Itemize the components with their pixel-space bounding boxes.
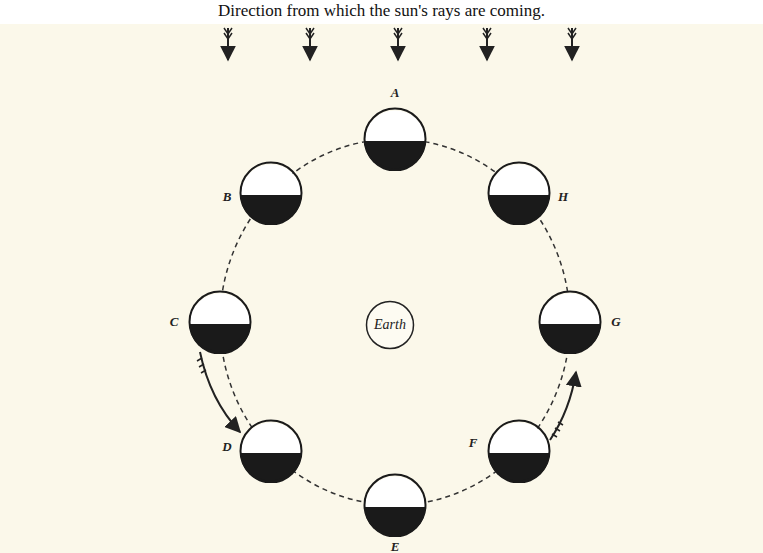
moon-disc	[188, 290, 252, 354]
earth-circle: Earth	[365, 300, 415, 350]
position-letter: E	[391, 539, 400, 553]
position-letter: A	[391, 85, 400, 101]
title-strip	[0, 0, 763, 24]
title: Direction from which the sun's rays are …	[0, 0, 763, 22]
moon-disc	[487, 161, 551, 225]
orbit	[220, 139, 570, 505]
earth-label: Earth	[374, 317, 406, 333]
moon-disc	[363, 473, 427, 537]
moon-disc	[239, 419, 303, 483]
moon-phase: E	[363, 473, 427, 537]
position-letter: F	[469, 435, 478, 451]
moon-phase: G	[538, 290, 602, 354]
moon-phase: D	[239, 419, 303, 483]
moon-disc	[363, 107, 427, 171]
moon-disc	[239, 161, 303, 225]
moon-phase: A	[363, 107, 427, 171]
position-letter: B	[223, 189, 232, 205]
moon-phase: C	[188, 290, 252, 354]
moon-phase: F	[487, 419, 551, 483]
moon-phase: H	[487, 161, 551, 225]
position-letter: G	[611, 314, 620, 330]
position-letter: H	[558, 189, 568, 205]
moon-disc	[538, 290, 602, 354]
position-letter: C	[170, 314, 179, 330]
sun-rays	[224, 28, 576, 60]
position-letter: D	[222, 439, 231, 455]
moon-phase: B	[239, 161, 303, 225]
moon-disc	[487, 419, 551, 483]
